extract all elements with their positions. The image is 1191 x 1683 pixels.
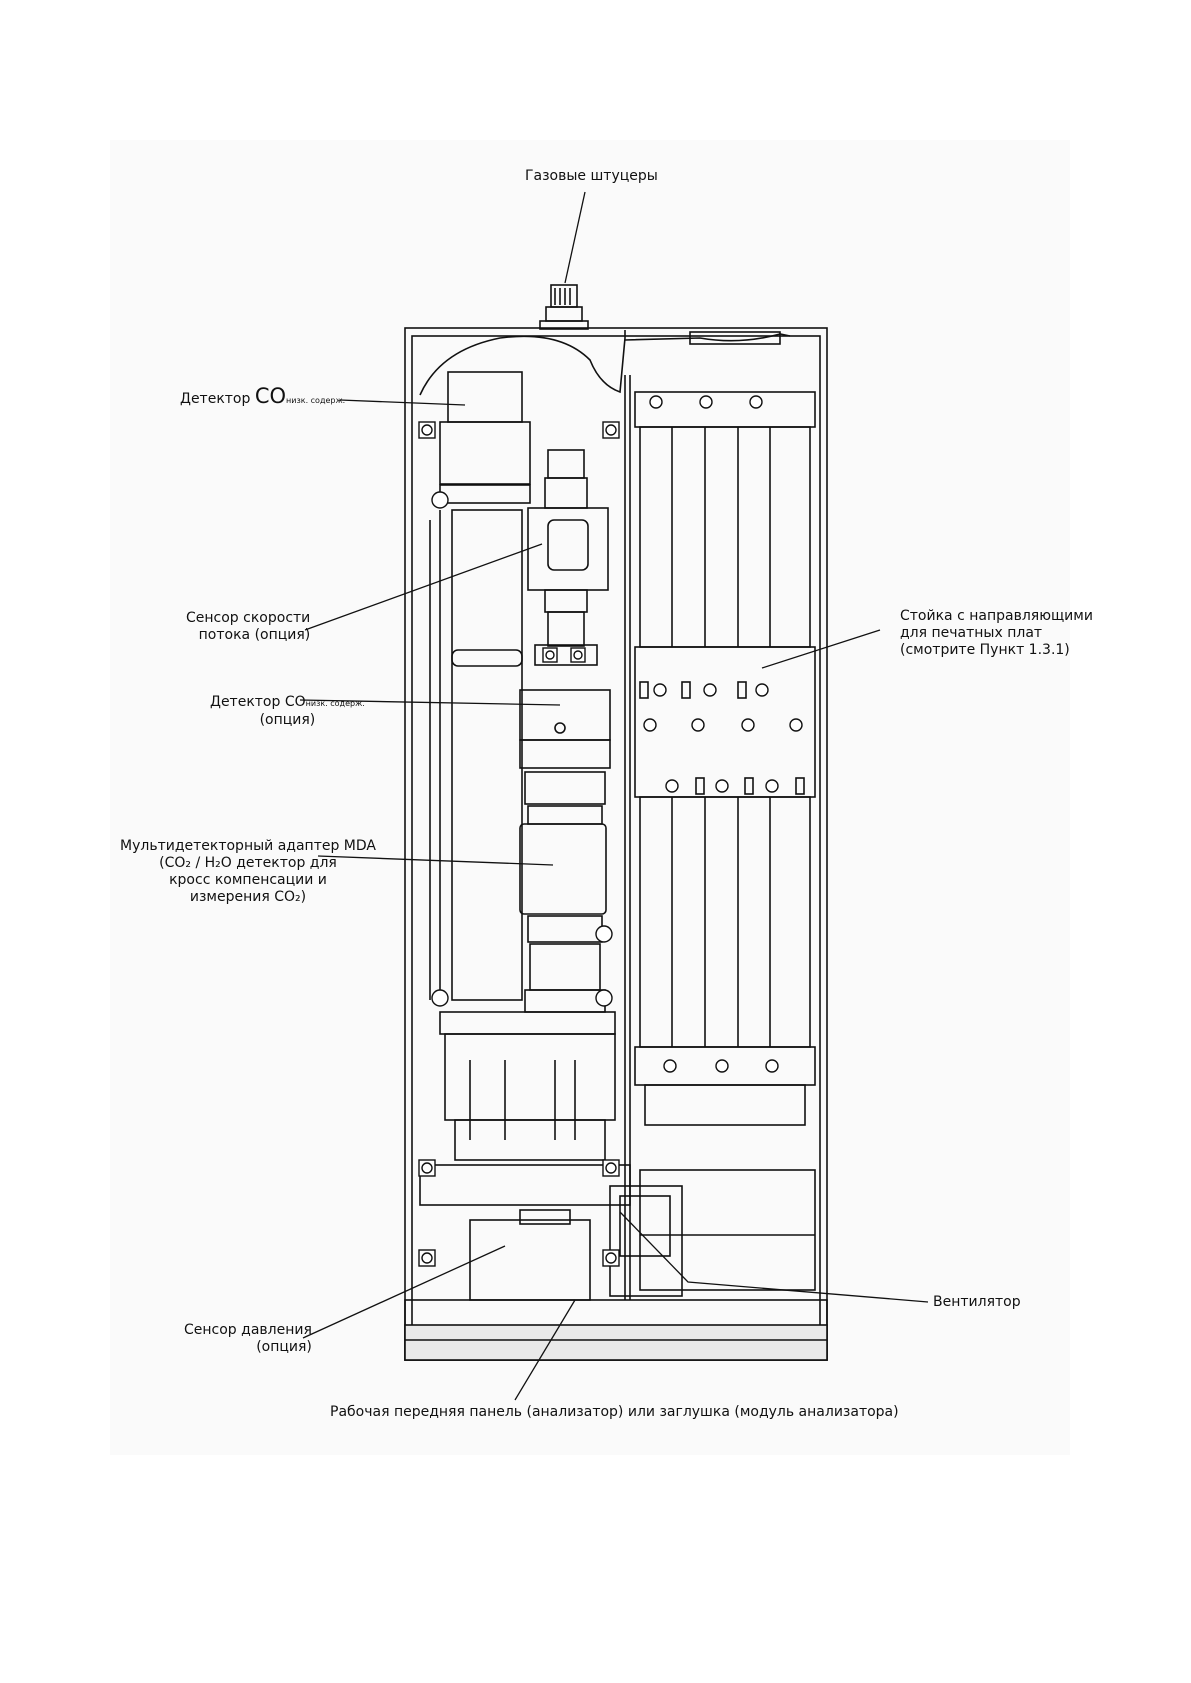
- front-panel: [404, 1299, 828, 1361]
- card-rack-lower: [634, 796, 816, 1126]
- mda-line1: Мультидетекторный адаптер MDA: [120, 838, 376, 854]
- top-cover: [419, 330, 626, 396]
- mda-line4: измерения CO₂): [189, 889, 307, 905]
- label-fan: Вентилятор: [933, 1294, 1021, 1311]
- front-panel-text: Рабочая передняя панель (анализатор) или…: [330, 1404, 899, 1420]
- pressure-line1: Сенсор давления: [184, 1322, 312, 1338]
- co2-detector-sub: низк. содерж.: [305, 699, 365, 708]
- rack-line2: для печатных плат: [900, 625, 1043, 641]
- leader-lines: [299, 191, 929, 1401]
- label-gas-fittings: Газовые штуцеры: [525, 168, 658, 185]
- fan-text: Вентилятор: [933, 1294, 1021, 1310]
- label-flow-sensor: Сенсор скорости потока (опция): [186, 610, 310, 644]
- label-pressure-sensor: Сенсор давления (опция): [184, 1322, 312, 1356]
- co2-detector-line2: (опция): [259, 712, 316, 728]
- label-mda: Мультидетекторный адаптер MDA (CO₂ / H₂O…: [120, 838, 376, 906]
- label-card-rack: Стойка с направляющими для печатных плат…: [900, 608, 1093, 659]
- bottom-manifold: [439, 1011, 616, 1161]
- co2-detector-prefix: Детектор CO: [210, 694, 306, 710]
- screw-icon: [418, 395, 803, 1267]
- label-front-panel: Рабочая передняя панель (анализатор) или…: [330, 1404, 899, 1421]
- rack-line3: (смотрите Пункт 1.3.1): [900, 642, 1070, 658]
- label-co2-detector: Детектор COнизк. содерж. (опция): [210, 694, 365, 729]
- flow-sensor-line1: Сенсор скорости: [186, 610, 311, 626]
- rack-line1: Стойка с направляющими: [900, 608, 1093, 624]
- pressure-line2: (опция): [256, 1339, 312, 1355]
- mda-line3: кросс компенсации и: [169, 872, 327, 888]
- co-detector-prefix: Детектор: [180, 391, 255, 407]
- co-detector-sub: низк. содерж.: [286, 396, 346, 405]
- flow-sensor-line2: потока (опция): [198, 627, 311, 643]
- gas-fitting-icon: [539, 284, 589, 330]
- label-co-detector: Детектор COнизк. содерж.: [180, 386, 346, 409]
- co-detector-formula: CO: [254, 384, 287, 408]
- fan-area: [639, 1169, 816, 1291]
- mda-line2: (CO₂ / H₂O детектор для: [159, 855, 337, 871]
- gas-fittings-text: Газовые штуцеры: [525, 168, 658, 184]
- co2-detector-block: [519, 689, 611, 769]
- left-tube: [451, 509, 523, 1001]
